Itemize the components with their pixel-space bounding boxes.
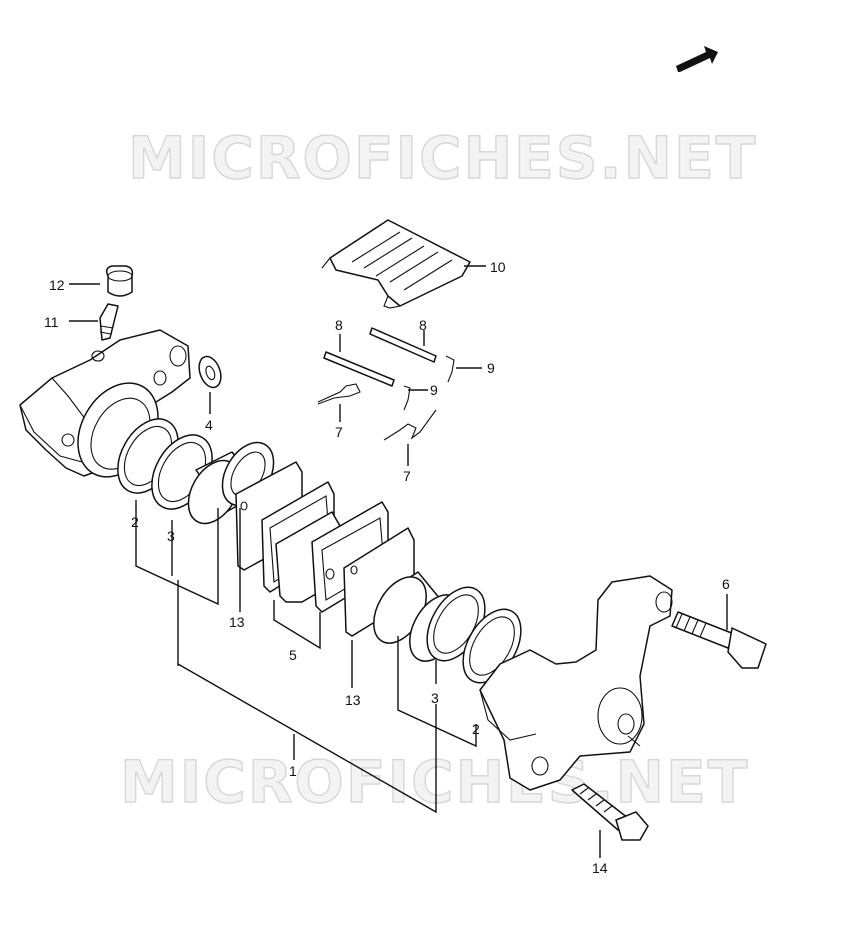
callout-6: 6	[722, 576, 730, 592]
callout-7b: 7	[403, 468, 411, 484]
part-11-bleeder-valve	[99, 303, 119, 341]
callout-13b: 13	[345, 692, 361, 708]
callout-8b: 8	[419, 317, 427, 333]
right-piston-seals	[373, 571, 522, 684]
callout-9a: 9	[487, 360, 495, 376]
callout-9b: 9	[430, 382, 438, 398]
forward-arrow-icon	[676, 46, 718, 72]
part-10-pad-cover	[321, 219, 471, 309]
callout-5: 5	[289, 647, 297, 663]
part-12-bleeder-cap	[105, 265, 134, 297]
callout-3a: 3	[167, 528, 175, 544]
leader-lines	[69, 265, 728, 858]
callout-12: 12	[49, 277, 65, 293]
pins-clips-springs	[317, 327, 455, 441]
callout-10: 10	[490, 259, 506, 275]
right-caliper-half	[479, 575, 673, 791]
callout-2b: 2	[472, 721, 480, 737]
part-14-mounting-bolt	[571, 783, 649, 841]
part-4-washer	[198, 355, 222, 389]
watermark-bottom: MICROFICHES.NET	[120, 748, 749, 816]
fwd-badge: FWD	[676, 46, 718, 80]
callout-14: 14	[592, 860, 608, 876]
callout-8a: 8	[335, 317, 343, 333]
watermark-top: MICROFICHES.NET	[128, 124, 757, 192]
part-6-mounting-bolt	[671, 611, 767, 669]
callout-1: 1	[289, 763, 297, 779]
callout-4: 4	[205, 417, 213, 433]
brake-pads-shims	[235, 461, 415, 637]
callout-2a: 2	[131, 514, 139, 530]
callout-7a: 7	[335, 424, 343, 440]
callout-13a: 13	[229, 614, 245, 630]
callout-11: 11	[44, 314, 59, 330]
callout-3b: 3	[431, 690, 439, 706]
